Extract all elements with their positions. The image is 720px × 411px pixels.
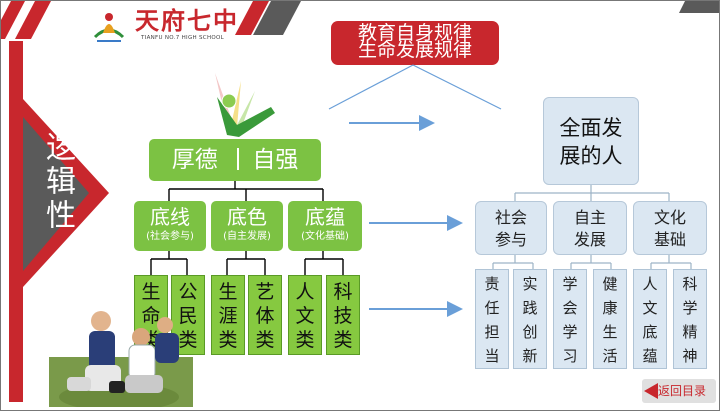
back-arrow-icon	[644, 383, 658, 399]
rule-box: 教育自身规律 生命发展规律	[331, 21, 499, 65]
motto-banner: 厚德 自强	[149, 139, 321, 181]
school-name-en: TIANFU NO.7 HIGH SCHOOL	[141, 35, 225, 41]
literacy-responsibility: 责任担当	[475, 269, 509, 369]
literacy-humanism: 人文底蕴	[633, 269, 667, 369]
pillar-sub: (自主发展)	[223, 231, 271, 242]
category-arts-sports: 艺体类	[248, 275, 282, 355]
goal-box: 全面发 展的人	[543, 97, 639, 185]
motto-divider	[237, 148, 239, 170]
rule-line-2: 生命发展规律	[357, 39, 472, 61]
motto-right: 自强	[252, 147, 299, 173]
pillar-name: 底色	[227, 205, 267, 229]
dimension-culture: 文化基础	[633, 201, 707, 255]
school-logo-icon	[89, 9, 129, 45]
category-career: 生涯类	[211, 275, 245, 355]
goal-line-2: 展的人	[559, 144, 623, 168]
pillar-heritage: 底蕴 (文化基础)	[288, 201, 362, 251]
side-title: 逻辑性	[40, 131, 75, 233]
pillar-name: 底线	[150, 205, 190, 229]
literacy-learning: 学会学习	[553, 269, 587, 369]
pillar-sub: (文化基础)	[301, 231, 349, 242]
dimension-autonomy: 自主发展	[553, 201, 627, 255]
literacy-health: 健康生活	[593, 269, 627, 369]
back-button-label: 返回目录	[658, 384, 707, 398]
literacy-innovation: 实践创新	[513, 269, 547, 369]
motto-left: 厚德	[171, 147, 218, 173]
motto-emblem-icon	[197, 71, 281, 139]
side-band	[9, 41, 109, 402]
category-science: 科技类	[326, 275, 360, 355]
top-decoration	[1, 1, 719, 39]
literacy-science: 科学精神	[673, 269, 707, 369]
school-name: 天府七中	[135, 6, 239, 35]
pillar-base-color: 底色 (自主发展)	[211, 201, 283, 251]
pillar-bottom-line: 底线 (社会参与)	[134, 201, 206, 251]
goal-line-1: 全面发	[559, 116, 623, 140]
back-to-menu-button[interactable]: 返回目录	[642, 379, 716, 403]
pillar-sub: (社会参与)	[146, 231, 194, 242]
dimension-social: 社会参与	[475, 201, 547, 255]
students-photo	[49, 311, 193, 407]
rule-line-1: 教育自身规律	[357, 22, 472, 44]
category-humanities: 人文类	[288, 275, 322, 355]
pillar-name: 底蕴	[305, 205, 345, 229]
